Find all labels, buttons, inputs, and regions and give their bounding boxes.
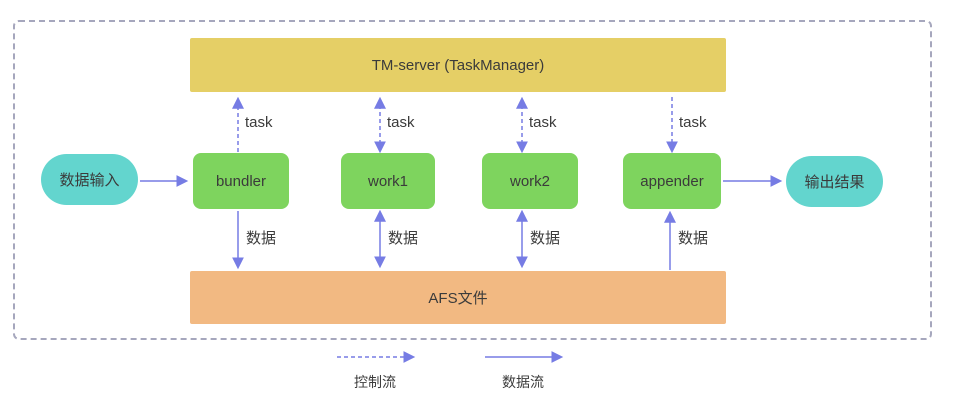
task-edge-label: task xyxy=(245,114,273,131)
tm-server-bar: TM-server (TaskManager) xyxy=(190,38,726,92)
legend-control-label: 控制流 xyxy=(354,374,396,390)
input-pill-label: 数据输入 xyxy=(59,172,120,189)
node-bundler: bundler xyxy=(193,153,289,209)
afs-label: AFS文件 xyxy=(428,290,488,307)
node-work1: work1 xyxy=(341,153,435,209)
data-edge-label: 数据 xyxy=(246,230,277,247)
output-pill-label: 输出结果 xyxy=(804,174,865,191)
data-edge-label: 数据 xyxy=(530,230,561,247)
data-edge-label: 数据 xyxy=(388,230,419,247)
task-edge-label: task xyxy=(529,114,557,131)
input-pill: 数据输入 xyxy=(41,154,138,205)
node-work2-label: work2 xyxy=(509,172,550,190)
data-edge-label: 数据 xyxy=(678,230,709,247)
task-edge-label: task xyxy=(387,114,415,131)
node-work1-label: work1 xyxy=(367,172,408,190)
node-bundler-label: bundler xyxy=(215,172,267,190)
tm-server-label: TM-server (TaskManager) xyxy=(371,56,545,74)
legend-data-label: 数据流 xyxy=(502,374,544,390)
node-appender: appender xyxy=(623,153,721,209)
node-work2: work2 xyxy=(482,153,578,209)
output-pill: 输出结果 xyxy=(786,156,883,207)
afs-bar: AFS文件 xyxy=(190,271,726,324)
diagram-boundary xyxy=(13,20,932,340)
task-edge-label: task xyxy=(679,114,707,131)
node-appender-label: appender xyxy=(640,172,704,190)
